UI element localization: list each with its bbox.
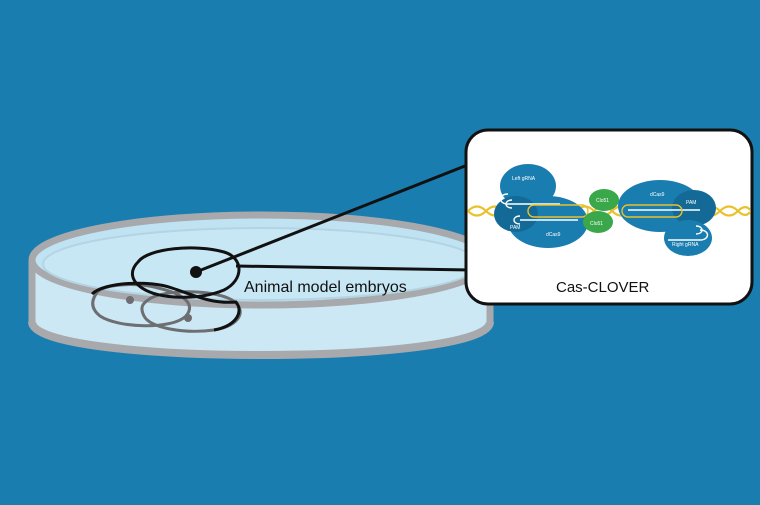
clo51-top-label: Clo51	[596, 198, 609, 204]
left-grna-binding	[527, 204, 589, 218]
right-dcas9-complex: dCas9 PAM Right gRNA	[618, 180, 716, 256]
embryo-back-left-dot	[126, 296, 134, 304]
left-pam-lobe	[494, 196, 538, 232]
inset-panel: Left gRNA PAM dCas9 Clo51 Clo51 dCas9 PA…	[464, 128, 754, 306]
dish-label: Animal model embryos	[244, 279, 407, 296]
inset-caption: Cas-CLOVER	[556, 279, 650, 296]
left-dcas9-complex: Left gRNA PAM dCas9	[494, 164, 589, 248]
right-grna-lobe	[664, 220, 712, 256]
right-grna-binding	[621, 204, 683, 218]
right-grna-loops	[628, 209, 709, 241]
embryo-top	[131, 246, 241, 299]
right-pam-label: PAM	[686, 200, 696, 206]
left-pam-label: PAM	[510, 225, 520, 231]
embryos	[90, 246, 242, 333]
clo51-bottom	[583, 211, 613, 233]
embryo-back-right-dot	[184, 314, 192, 322]
clo51-bottom-label: Clo51	[590, 221, 603, 227]
clo51-domains: Clo51 Clo51	[583, 189, 619, 233]
zoom-line-upper	[195, 162, 471, 274]
right-grna-label: Right gRNA	[672, 242, 699, 248]
left-grna-label: Left gRNA	[512, 176, 536, 182]
zoom-lines	[195, 162, 471, 274]
dish-bottom-rim	[28, 320, 494, 359]
left-dcas9-label: dCas9	[546, 232, 561, 238]
clo51-top	[589, 189, 619, 211]
right-pam-lobe	[672, 190, 716, 226]
right-dcas9-label: dCas9	[650, 192, 665, 198]
left-grna-loops	[499, 193, 578, 225]
zoom-line-lower	[235, 264, 471, 272]
